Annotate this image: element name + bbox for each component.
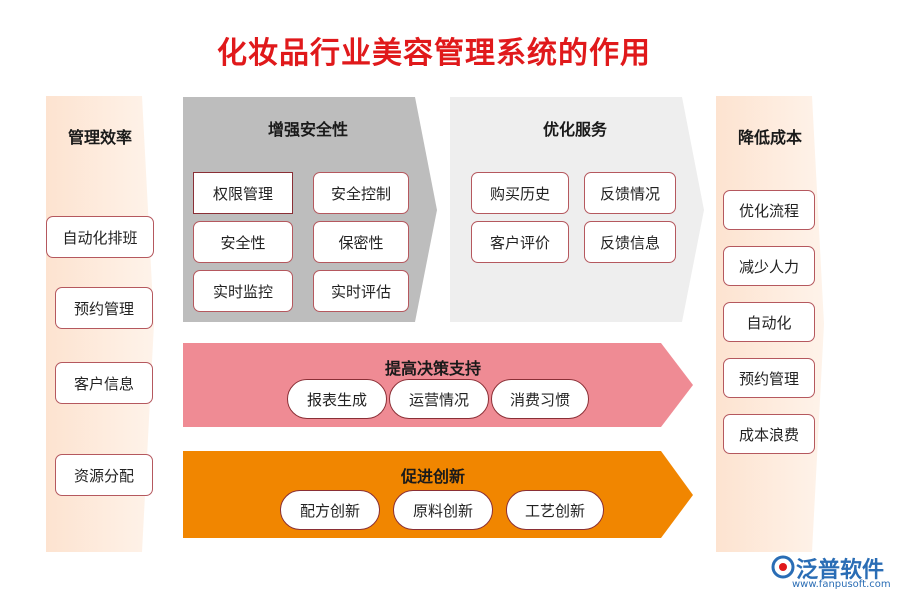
item-resource-allocation: 资源分配 (55, 454, 153, 496)
column-title: 管理效率 (67, 128, 132, 147)
reduce-cost-column: 降低成本 优化流程 减少人力 自动化 预约管理 成本浪费 (716, 96, 824, 552)
item-appointment-management: 预约管理 (55, 287, 153, 329)
logo-url: www.fanpusoft.com (792, 579, 891, 590)
item-feedback-info: 反馈信息 (584, 221, 676, 263)
item-auto-scheduling: 自动化排班 (46, 216, 154, 258)
item-customer-review: 客户评价 (471, 221, 569, 263)
logo-name: 泛普软件 (796, 558, 885, 583)
item-feedback-status: 反馈情况 (584, 172, 676, 214)
service-title: 优化服务 (542, 120, 607, 139)
item-realtime-monitoring: 实时监控 (193, 270, 293, 312)
item-report-generation: 报表生成 (287, 379, 387, 419)
item-reduce-labor: 减少人力 (723, 246, 815, 286)
item-automation: 自动化 (723, 302, 815, 342)
service-block-bg (450, 97, 704, 322)
item-consumption-habits: 消费习惯 (491, 379, 589, 419)
item-customer-info: 客户信息 (55, 362, 153, 404)
item-confidentiality: 保密性 (313, 221, 409, 263)
page-title: 化妆品行业美容管理系统的作用 (217, 36, 651, 71)
item-process-innovation: 工艺创新 (506, 490, 604, 530)
item-operation-status: 运营情况 (389, 379, 489, 419)
brand-logo: 泛普软件 www.fanpusoft.com (770, 552, 895, 594)
security-block-bg (183, 97, 437, 322)
column-title: 降低成本 (737, 128, 802, 147)
item-safety: 安全性 (193, 221, 293, 263)
item-appointment-management: 预约管理 (723, 358, 815, 398)
item-realtime-evaluation: 实时评估 (313, 270, 409, 312)
item-formula-innovation: 配方创新 (280, 490, 380, 530)
innovation-title: 促进创新 (400, 467, 465, 486)
management-efficiency-column: 管理效率 自动化排班 预约管理 客户信息 资源分配 (46, 96, 154, 552)
item-optimize-process: 优化流程 (723, 190, 815, 230)
item-permission-management: 权限管理 (193, 172, 293, 214)
decision-title: 提高决策支持 (384, 359, 481, 378)
item-cost-waste: 成本浪费 (723, 414, 815, 454)
item-material-innovation: 原料创新 (393, 490, 493, 530)
item-security-control: 安全控制 (313, 172, 409, 214)
item-purchase-history: 购买历史 (471, 172, 569, 214)
security-title: 增强安全性 (267, 120, 348, 139)
logo-icon (771, 555, 795, 579)
